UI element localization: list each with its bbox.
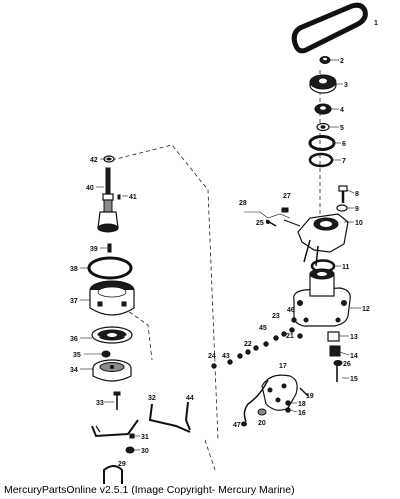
bearing-part [314, 103, 332, 115]
callout-22: 22 [244, 341, 252, 348]
callout-12: 12 [362, 306, 370, 313]
callout-25: 25 [256, 220, 264, 227]
washer-part [316, 122, 330, 132]
callout-15: 15 [350, 376, 358, 383]
callout-35: 35 [73, 352, 81, 359]
callout-31: 31 [141, 434, 149, 441]
lower-housing-part [293, 268, 351, 327]
callout-5: 5 [340, 125, 344, 132]
seal-part [308, 135, 336, 151]
throttle-link-part [244, 207, 301, 227]
callout-24: 24 [208, 353, 216, 360]
drive-belt-part [291, 2, 368, 54]
housing-cup-part [89, 280, 135, 316]
linkage-rod-part [91, 401, 191, 454]
u-bracket-part [103, 465, 123, 484]
nut-part [319, 56, 331, 64]
small-washer-part [336, 204, 348, 212]
callout-44: 44 [186, 395, 194, 402]
callout-29: 29 [118, 461, 126, 468]
callout-6: 6 [342, 141, 346, 148]
wiring-harness-part [243, 374, 298, 423]
callout-33: 33 [96, 400, 104, 407]
callout-9: 9 [355, 206, 359, 213]
callout-8: 8 [355, 191, 359, 198]
large-o-ring-part [87, 256, 133, 280]
callout-11: 11 [342, 264, 350, 271]
base-bolt-part [113, 391, 121, 410]
callout-45: 45 [259, 325, 267, 332]
bolt-part [338, 185, 348, 203]
callout-37: 37 [70, 298, 78, 305]
pin-part [107, 243, 112, 253]
callout-26: 26 [343, 361, 351, 368]
base-plate-part [92, 359, 132, 382]
fastener-set-part [211, 317, 303, 369]
callout-19: 19 [306, 393, 314, 400]
callout-40: 40 [86, 185, 94, 192]
rotor-plate-part [91, 326, 133, 344]
callout-16: 16 [298, 410, 306, 417]
pulley-part [309, 74, 337, 94]
callout-34: 34 [70, 367, 78, 374]
o-ring-part [308, 152, 334, 168]
callout-23: 23 [272, 313, 280, 320]
callout-39: 39 [90, 246, 98, 253]
callout-38: 38 [70, 266, 78, 273]
callout-4: 4 [340, 107, 344, 114]
callout-47: 47 [233, 422, 241, 429]
screw-set-part [241, 387, 309, 427]
callout-labels: 1 2 3 4 5 6 7 8 9 10 11 12 13 14 15 16 1… [70, 20, 378, 468]
callout-46: 46 [287, 307, 295, 314]
callout-30: 30 [141, 448, 149, 455]
callout-21: 21 [286, 333, 294, 340]
leader-lines [80, 59, 361, 451]
shaft-part [97, 167, 121, 233]
callout-1: 1 [374, 20, 378, 27]
callout-42: 42 [90, 157, 98, 164]
callout-32: 32 [148, 395, 156, 402]
callout-20: 20 [258, 420, 266, 427]
callout-13: 13 [350, 334, 358, 341]
callout-2: 2 [340, 58, 344, 65]
callout-17: 17 [279, 363, 287, 370]
callout-41: 41 [129, 194, 137, 201]
callout-27: 27 [283, 193, 291, 200]
callout-36: 36 [70, 336, 78, 343]
callout-3: 3 [344, 82, 348, 89]
fitting-part [327, 331, 343, 382]
upper-housing-part [297, 213, 349, 267]
callout-43: 43 [222, 353, 230, 360]
callout-28: 28 [239, 200, 247, 207]
callout-18: 18 [298, 401, 306, 408]
copyright-caption: MercuryPartsOnline v2.5.1 (Image Copyrig… [4, 484, 295, 496]
callout-14: 14 [350, 353, 358, 360]
bushing-part [101, 350, 111, 358]
callout-10: 10 [355, 220, 363, 227]
callout-7: 7 [342, 158, 346, 165]
